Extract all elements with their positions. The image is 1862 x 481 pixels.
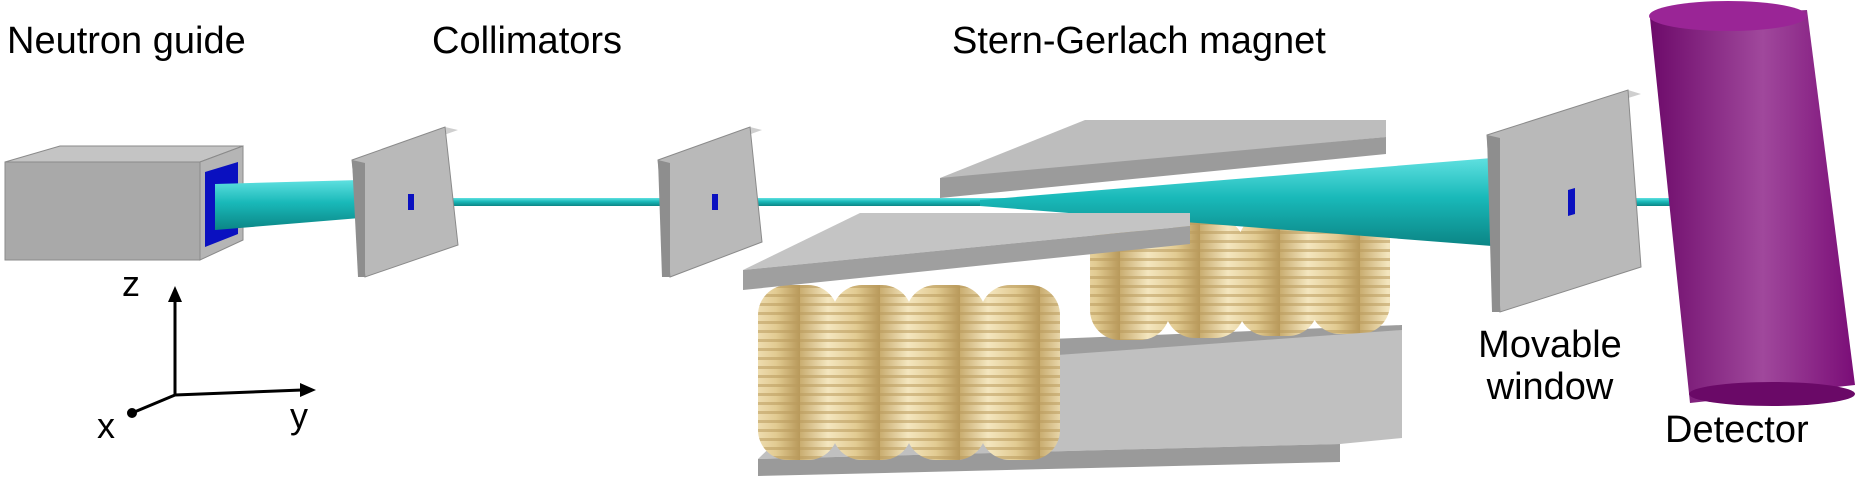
label-neutron-guide: Neutron guide: [7, 20, 246, 62]
axis-label-y: y: [290, 395, 308, 436]
beam-guide-section: [215, 180, 360, 230]
label-collimators: Collimators: [432, 20, 623, 62]
movable-window: [1486, 89, 1642, 313]
collimator-2-slit: [712, 194, 718, 210]
collimator-1-slit: [408, 194, 414, 210]
label-detector: Detector: [1665, 409, 1809, 451]
detector-cylinder: [1649, 1, 1855, 406]
movable-window-slit: [1568, 188, 1575, 216]
label-movable-window: Movable window: [1445, 324, 1655, 409]
neutron-guide: [4, 145, 244, 261]
y-axis-arrow: [300, 383, 316, 397]
stern-gerlach-magnet-back: [900, 120, 1402, 365]
collimator-2: [657, 126, 763, 278]
y-axis-line: [174, 388, 303, 397]
label-movable-window-line2: window: [1486, 365, 1614, 408]
x-axis-line: [131, 393, 176, 415]
beam-split-cone: [980, 158, 1492, 246]
collimator-1: [351, 126, 459, 278]
stern-gerlach-magnet-front: [743, 213, 1402, 476]
axis-label-z: z: [122, 263, 140, 304]
axis-label-x: x: [97, 405, 115, 446]
z-axis-arrow: [168, 286, 182, 302]
coordinate-axes: [127, 286, 316, 418]
x-axis-dot: [127, 408, 137, 418]
label-stern-gerlach-magnet: Stern-Gerlach magnet: [952, 20, 1326, 62]
label-movable-window-line1: Movable: [1478, 324, 1622, 366]
magnet-coils-front: [758, 285, 1060, 460]
